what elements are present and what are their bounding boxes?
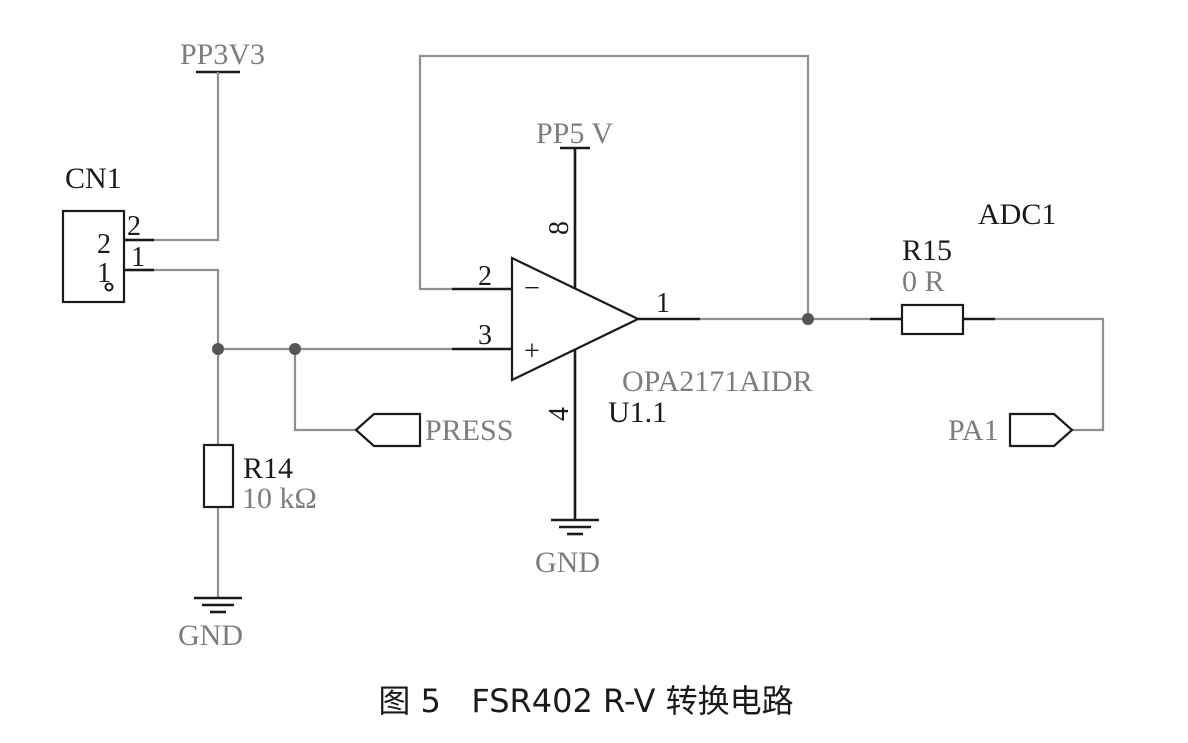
resistor-r15 [900,303,965,336]
r14-ref: R14 [243,452,293,485]
r14-value: 10 kΩ [242,482,317,515]
r15-ref: R15 [902,234,952,267]
ground-symbol-center [551,518,599,536]
opamp-plus-sign: + [524,336,540,367]
adc1-net-label: ADC1 [978,198,1056,231]
port-press-label: PRESS [425,414,513,447]
figure-caption: 图 5 FSR402 R-V 转换电路 [378,682,793,720]
cn1-label: CN1 [65,162,122,195]
wire-feedback-loop [418,54,810,319]
opamp-pin1-number: 1 [656,288,670,319]
opamp-minus-sign: − [524,273,540,304]
cn1-pin1-number: 1 [131,242,145,273]
port-pa1-label: PA1 [948,414,999,447]
cn1-inner-pin1: 1 [97,258,111,289]
wire-cn1-pin1-to-node [124,268,220,349]
resistor-r14 [202,443,235,509]
port-press-shape [354,412,422,448]
opamp-pin4-number: 4 [544,407,575,421]
wire-r15-to-pa1 [995,317,1105,432]
r15-value: 0 R [902,265,945,298]
port-pa1-shape [1008,412,1074,448]
opamp-pin3-number: 3 [478,320,492,351]
pp5v-label: PP5 V [536,117,613,150]
opamp-part-number: OPA2171AIDR [622,365,813,398]
wire-node-to-press [293,349,356,432]
cn1-inner-pin2: 2 [97,229,111,260]
gnd-center-label: GND [535,546,600,579]
opamp-ref: U1.1 [608,396,667,429]
connector-cn1-body [61,209,126,304]
pp3v3-label: PP3V3 [180,38,265,71]
gnd-left-label: GND [178,619,243,652]
junction-dot [802,313,814,325]
cn1-pin2-number: 2 [127,211,141,242]
opamp-pin2-number: 2 [478,261,492,292]
ground-symbol-left [194,596,242,614]
junction-dot [212,343,224,355]
wire-pp3v3-to-cn1-pin2 [124,72,220,242]
junction-dot [289,343,301,355]
cn1-pin1-marker [104,282,114,292]
opamp-pin8-number: 8 [544,221,575,235]
